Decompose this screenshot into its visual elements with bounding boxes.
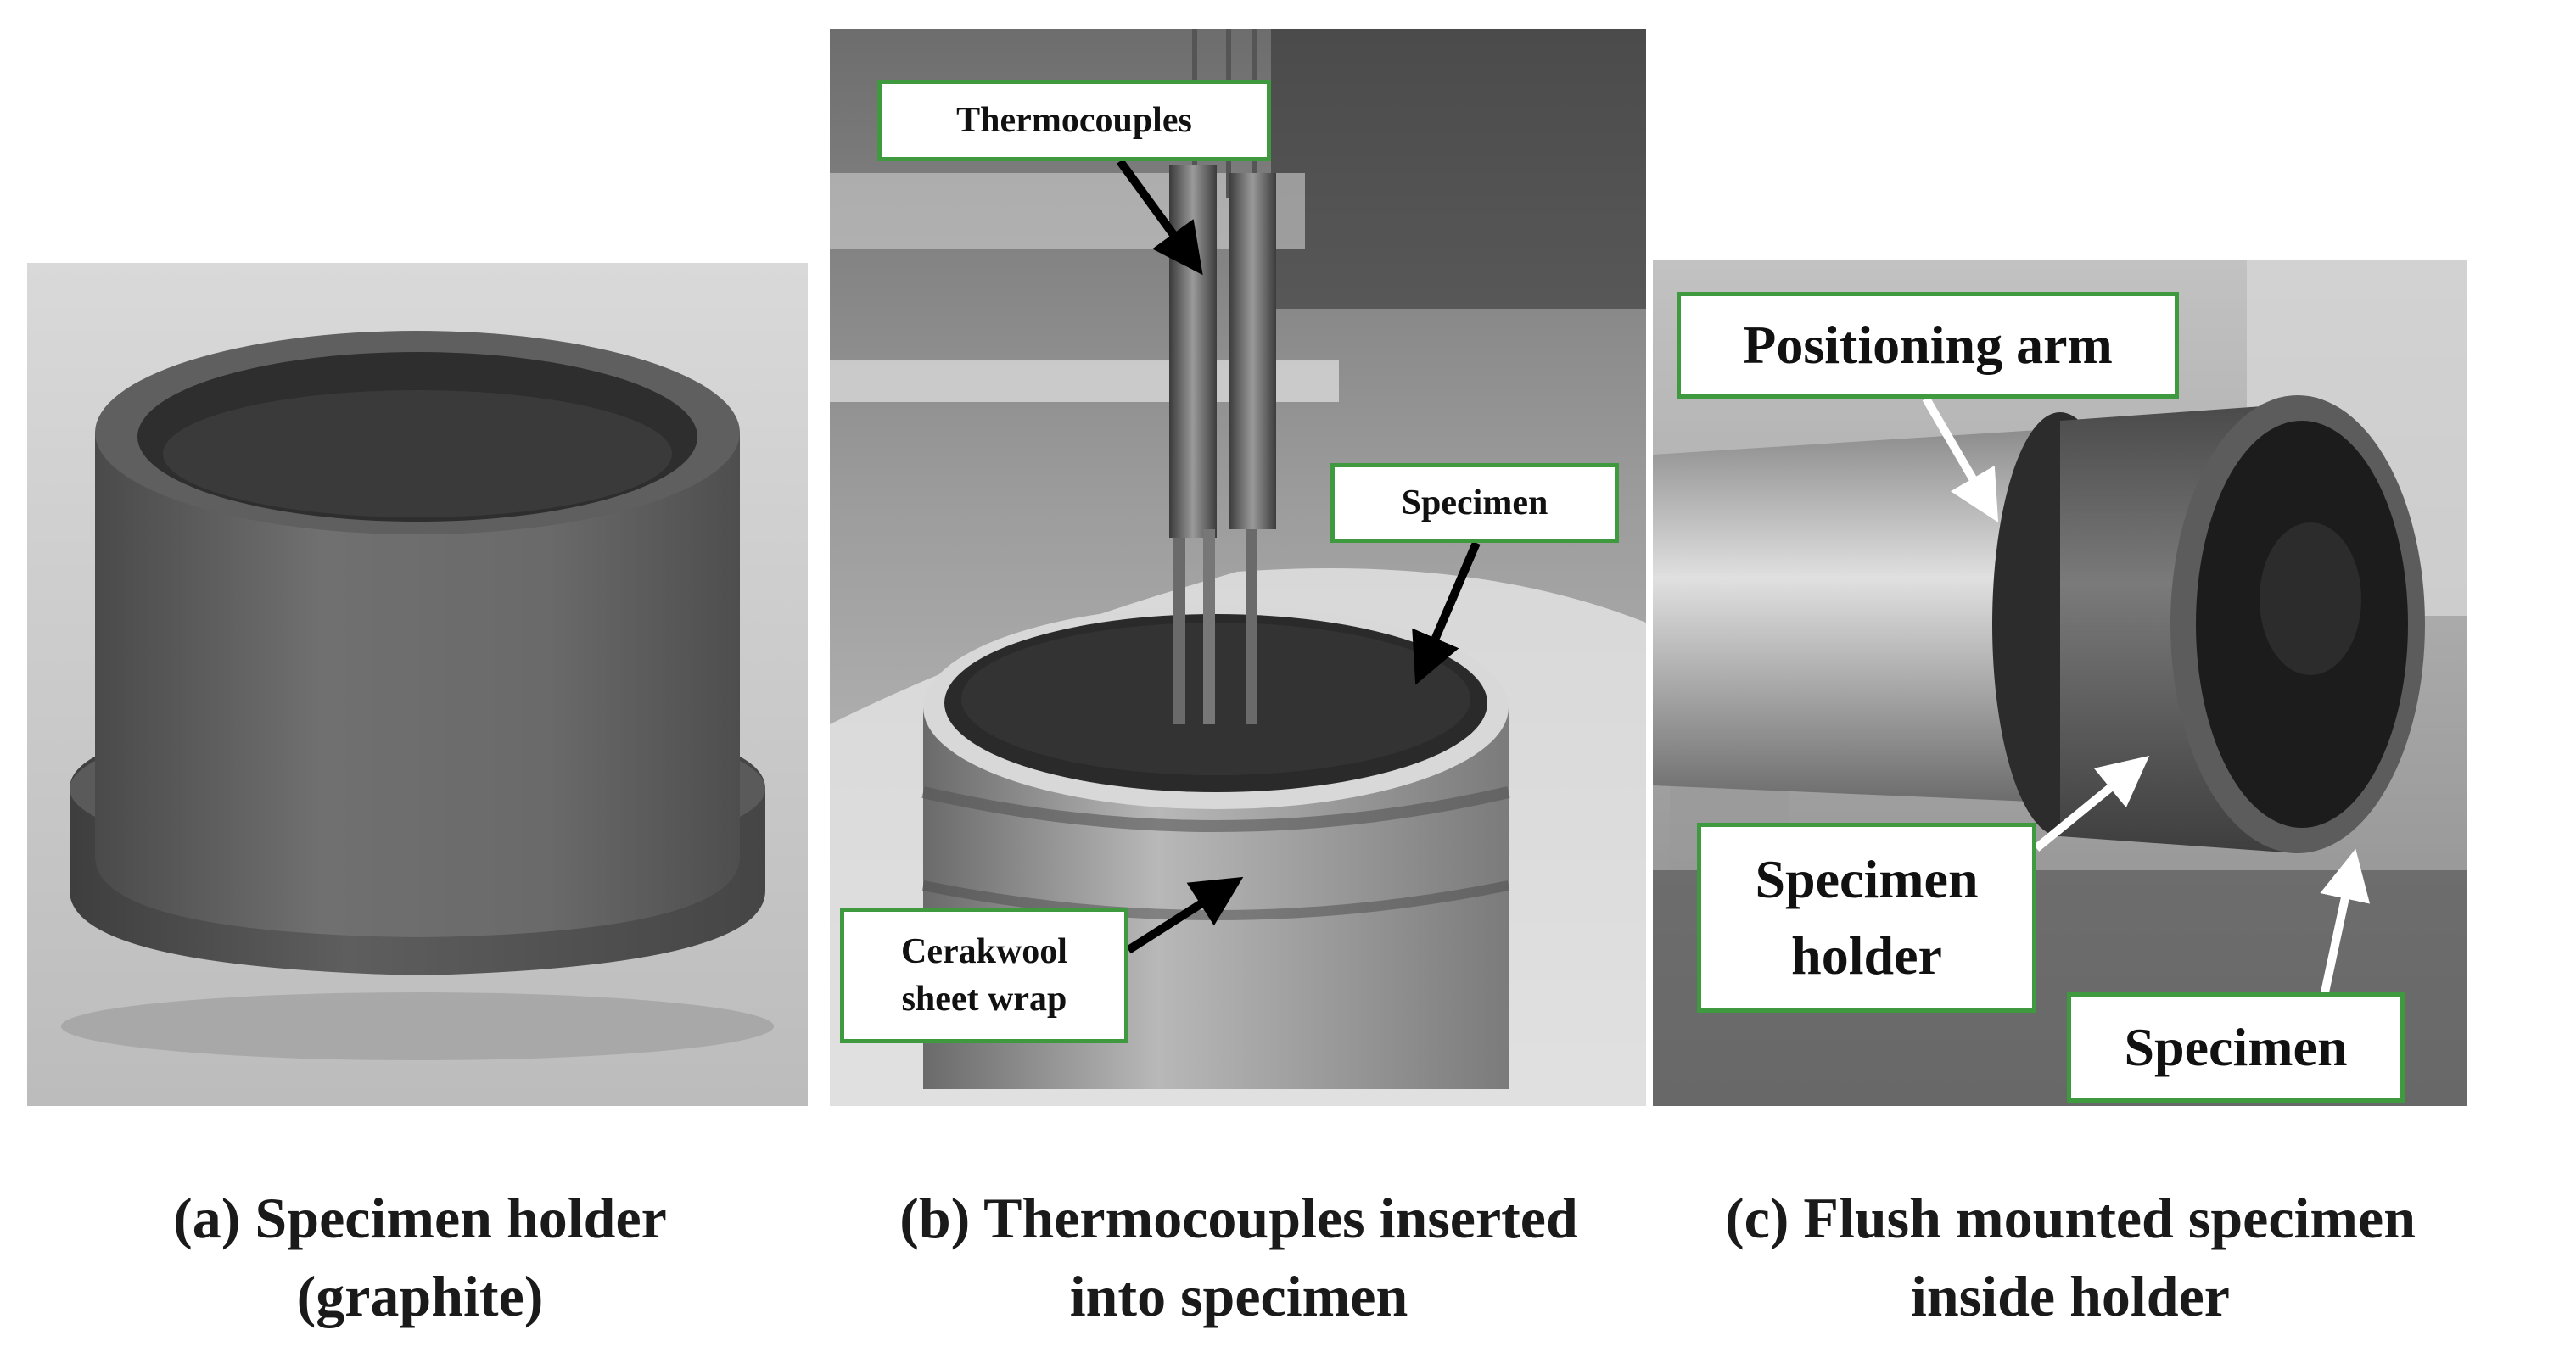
label-specimen-b-text: Specimen [1401,483,1548,522]
label-specimen-holder: Specimen holder [1697,823,2036,1013]
label-specimen-holder-line-1: Specimen [1755,849,1979,909]
label-specimen-holder-line-2: holder [1791,925,1942,986]
caption-c-line-1: (c) Flush mounted specimen [1724,1186,2416,1250]
label-positioning-arm-text: Positioning arm [1743,315,2113,375]
label-specimen-c-text: Specimen [2124,1017,2348,1077]
caption-b: (b) Thermocouples inserted into specimen [823,1179,1655,1335]
label-specimen-holder-stack: Specimen holder [1755,841,1978,994]
caption-b-line-1: (b) Thermocouples inserted [899,1186,1578,1250]
label-cerakwool-stack: Cerakwool sheet wrap [901,928,1067,1023]
caption-c: (c) Flush mounted specimen inside holder [1655,1179,2486,1335]
caption-b-line-2: into specimen [1069,1264,1408,1328]
label-specimen-c: Specimen [2067,992,2405,1103]
caption-a-line-1: (a) Specimen holder [173,1186,667,1250]
caption-c-line-2: inside holder [1911,1264,2230,1328]
label-specimen-b: Specimen [1330,463,1619,543]
photo-specimen-holder [27,263,808,1106]
label-thermocouples: Thermocouples [877,80,1271,161]
label-thermocouples-text: Thermocouples [956,101,1192,140]
label-cerakwool-line-1: Cerakwool [901,932,1067,971]
label-cerakwool: Cerakwool sheet wrap [840,908,1128,1043]
caption-a-line-2: (graphite) [296,1264,544,1328]
caption-a: (a) Specimen holder (graphite) [17,1179,823,1335]
specimen-holder-image [27,263,808,1106]
label-cerakwool-line-2: sheet wrap [901,980,1067,1019]
label-positioning-arm: Positioning arm [1677,292,2179,399]
